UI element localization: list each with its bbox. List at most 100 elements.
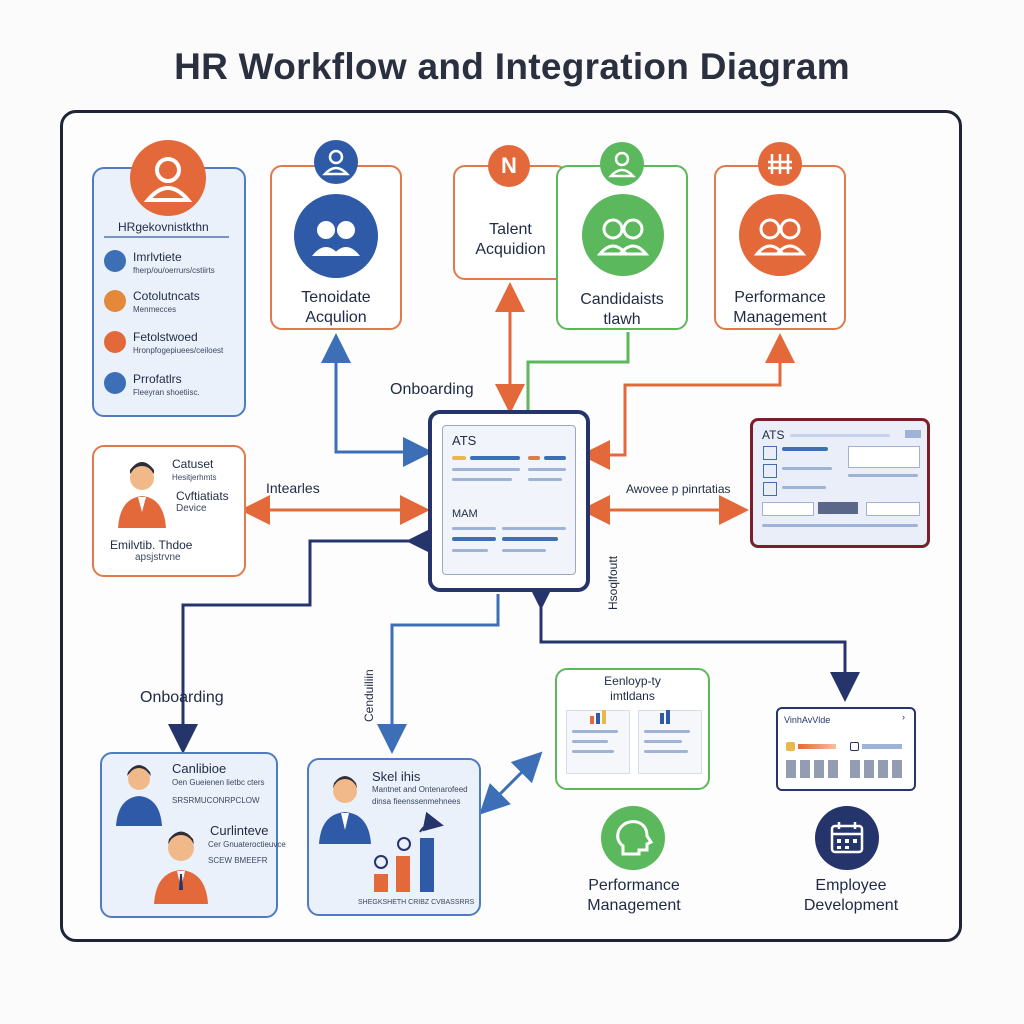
ats-subtitle: MAM — [452, 508, 478, 520]
candidate-detail: Oen Gueienen lietbc cters — [172, 778, 265, 787]
ats-bar — [502, 537, 558, 541]
bar-chart-icon — [104, 372, 126, 394]
candidate-detail: SCEW BMEEFR — [208, 856, 268, 865]
person-avatar-icon — [150, 820, 212, 906]
profile-line: Cvftiatiats — [176, 489, 229, 503]
ats-line — [452, 468, 520, 471]
ats-line — [452, 527, 496, 530]
badge-letter: N — [501, 153, 517, 178]
arrow-ats-candidate — [321, 333, 433, 467]
dash-widget — [905, 430, 921, 438]
person-icon — [130, 140, 206, 216]
hr-item-sub: Fleeyran shoetiisc. — [133, 388, 200, 397]
integrates-label: Intearles — [266, 480, 320, 496]
ats-line — [502, 549, 546, 552]
report-line — [644, 750, 688, 753]
person-avatar-icon — [112, 452, 172, 530]
employee-development-label: Employee — [815, 877, 887, 894]
employee-development-label: Development — [803, 897, 899, 914]
group-icon — [294, 194, 378, 278]
portal-bar — [862, 744, 902, 749]
ats-line — [528, 478, 562, 481]
dash-icon — [763, 482, 777, 496]
dash-icon — [763, 446, 777, 460]
mini-bar — [602, 710, 606, 724]
profile-line: Emilvtib. Thdoe — [110, 538, 193, 552]
award-platforms-label: Awovee p pinrtatias — [626, 482, 731, 496]
portal-grid — [850, 760, 904, 778]
ats-line — [502, 527, 566, 530]
dash-line — [782, 467, 832, 470]
dash-panel — [818, 502, 858, 514]
report-line — [572, 740, 608, 743]
network-icon — [758, 142, 802, 186]
calendar-icon — [815, 806, 879, 870]
candidates-health-label: tlawh — [603, 311, 641, 328]
person-avatar-icon — [112, 756, 166, 828]
candidate-detail: Cer Gnuateroctieuvce — [208, 840, 286, 849]
candidate-name: Canlibioe — [172, 761, 227, 776]
skills-detail: Mantnet and Ontenarofeed — [372, 785, 468, 794]
hr-item-sub: fherp/ou/oerrurs/cstiirts — [133, 266, 215, 275]
dash-line — [848, 474, 918, 477]
report-line — [572, 750, 614, 753]
arrow-skills-employee — [479, 751, 543, 815]
hr-item-title: Imrlvtiete — [133, 250, 182, 264]
hr-item-title: Fetolstwoed — [133, 330, 198, 344]
performance-management-label: Performance — [734, 289, 826, 306]
profile-line: Device — [176, 503, 207, 514]
hr-panel-heading: HRgekovnistkthn — [118, 220, 209, 234]
ats-bar — [528, 456, 540, 460]
close-icon: › — [902, 712, 905, 722]
performance-management-bottom-label: Performance — [588, 877, 680, 894]
diagram-title: HR Workflow and Integration Diagram — [174, 46, 850, 87]
ats-line — [452, 478, 512, 481]
dash-icon — [763, 464, 777, 478]
dash-panel — [762, 502, 814, 516]
talent-acquisition-label: Talent — [489, 221, 532, 238]
person-icon — [104, 290, 126, 312]
talent-acquisition-label: Acquidion — [475, 241, 546, 258]
skills-footer: SHEGKSHETH CRIBZ CVBASSRRS — [358, 899, 475, 906]
employee-insights-label: Eenloyp-ty — [604, 674, 661, 688]
performance-management-label: Management — [733, 309, 827, 326]
talent-acquisition-card — [453, 165, 568, 280]
dash-panel — [848, 446, 920, 468]
candidate-acquisition-label: Acqulion — [305, 309, 367, 326]
arrow-onboarding-left — [168, 526, 436, 754]
ats-bar — [544, 456, 566, 460]
dash-bar — [782, 447, 828, 451]
profile-line: apsjstrvne — [135, 552, 181, 563]
hr-item-sub: Menmecces — [133, 305, 177, 314]
ats-dashboard-title: ATS — [762, 428, 785, 442]
employee-insights-label: imtldans — [610, 689, 655, 703]
mini-bar — [660, 713, 664, 724]
mini-bar — [596, 713, 600, 724]
person-icon — [104, 250, 126, 272]
person-icon — [314, 140, 358, 184]
dash-line — [790, 434, 890, 437]
head-icon — [601, 806, 665, 870]
candidate-detail: SRSRMUCONRPCLOW — [172, 796, 260, 805]
performance-management-bottom-label: Management — [587, 897, 681, 914]
hr-item-sub: Hronpfogepiuees/ceiloest — [133, 346, 224, 355]
candidate-name: Curlinteve — [210, 823, 269, 838]
mini-bar — [666, 710, 670, 724]
ats-bar — [452, 537, 496, 541]
ats-title: ATS — [452, 433, 477, 448]
report-line — [572, 730, 618, 733]
hr-item-title: Cotolutncats — [133, 289, 200, 303]
ats-bar — [470, 456, 520, 460]
candidate-profile-card — [92, 445, 246, 577]
dash-line — [762, 524, 918, 527]
lock-icon — [786, 742, 795, 751]
dash-panel — [866, 502, 920, 516]
skills-name: Skel ihis — [372, 769, 421, 784]
talent-badge: N — [488, 145, 530, 187]
profile-line: Catuset — [172, 457, 214, 471]
candidate-acquisition-label: Tenoidate — [301, 289, 371, 306]
ats-line — [452, 549, 488, 552]
ats-bar — [452, 456, 466, 460]
